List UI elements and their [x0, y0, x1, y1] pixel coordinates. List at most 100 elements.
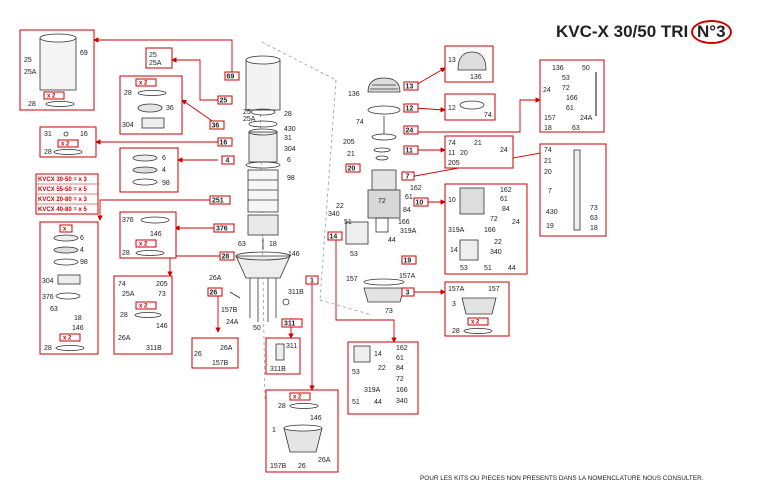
part-label: 24 [512, 219, 520, 226]
part-label: 98 [287, 175, 295, 182]
part-label: 26A [209, 275, 222, 282]
part-label: 4 [80, 247, 84, 254]
part-label: 146 [156, 323, 168, 330]
part-label: 311B [146, 345, 162, 352]
part-label: x 2 [293, 395, 302, 401]
callout-13: 13 [403, 81, 419, 91]
part-label: 166 [566, 95, 578, 102]
part-label: 18 [269, 241, 277, 248]
part-label: 84 [502, 206, 510, 213]
part-label: 24 [543, 87, 551, 94]
part-label: 311 [286, 343, 297, 350]
part-label: KVCX 55-50 = x 5 [38, 187, 88, 193]
callout-251: 251 [209, 195, 231, 205]
part-label: 26A [318, 457, 331, 464]
callout-36: 36 [209, 120, 225, 130]
callout-19: 19 [401, 255, 417, 265]
callout-10: 10 [413, 197, 429, 207]
part-label: 311B [288, 289, 304, 296]
part-label: 63 [590, 215, 598, 222]
part-label: 16 [80, 131, 88, 138]
part-label: 53 [460, 265, 468, 272]
part-label: 157B [221, 307, 238, 314]
part-label: 22 [378, 365, 386, 372]
right-motor-labels: 136 74 205 21 162 61 84 72 22 340 51 166… [328, 91, 422, 315]
part-label: 24 [406, 128, 414, 135]
part-label: 376 [216, 226, 228, 233]
box-7: 74 21 20 7 430 73 63 19 18 [539, 143, 607, 237]
part-label: 61 [566, 105, 574, 112]
part-label: 28 [124, 90, 132, 97]
box-311: 311 311B [265, 337, 301, 375]
callout-12: 12 [403, 103, 419, 113]
part-label: 74 [448, 140, 456, 147]
part-label: 3 [452, 301, 456, 308]
part-label: 26A [118, 335, 131, 342]
part-label: 319A [364, 387, 381, 394]
part-label: 430 [546, 209, 558, 216]
part-label: 1 [272, 427, 276, 434]
part-label: 340 [490, 249, 502, 256]
part-label: 6 [162, 155, 166, 162]
part-label: 166 [484, 227, 496, 234]
part-label: 157A [448, 286, 465, 293]
part-label: 319A [400, 228, 417, 235]
part-label: 28 [284, 111, 292, 118]
part-label: 28 [222, 254, 230, 261]
part-label: 26 [194, 351, 202, 358]
part-label: 14 [330, 234, 338, 241]
part-label: 61 [396, 355, 404, 362]
part-label: 73 [385, 308, 393, 315]
part-label: 53 [562, 75, 570, 82]
box-16: 31 16 x 2 28 [39, 126, 97, 158]
left-pump-labels: 25 25A 28 430 31 304 6 98 63 18 146 26A … [209, 109, 304, 332]
drawing-number-oval: N°3 [691, 20, 732, 44]
part-label: 20 [544, 169, 552, 176]
part-label: 166 [398, 219, 410, 226]
part-label: 50 [253, 325, 261, 332]
part-label: 166 [396, 387, 408, 394]
part-label: 25 [243, 109, 251, 116]
part-label: 31 [284, 135, 292, 142]
part-label: 319A [448, 227, 465, 234]
part-label: 74 [118, 281, 126, 288]
part-label: 51 [344, 219, 352, 226]
left-pump-assembly [229, 55, 291, 322]
part-label: KVCX 30-50 = x 3 [38, 177, 88, 183]
box-12: 12 74 [444, 93, 496, 121]
part-label: 205 [448, 160, 460, 167]
callout-311: 311 [281, 318, 303, 328]
part-label: 28 [452, 328, 460, 335]
part-label: 25 [24, 57, 32, 64]
part-label: 16 [220, 140, 228, 147]
part-label: 157 [488, 286, 500, 293]
box-376: 376 146 x 2 28 [119, 211, 177, 259]
part-label: 53 [352, 369, 360, 376]
part-label: 25A [243, 116, 256, 123]
part-label: x 2 [139, 304, 148, 310]
part-label: 20 [348, 166, 356, 173]
part-label: 26 [298, 463, 306, 470]
part-label: 18 [74, 315, 82, 322]
part-label: 340 [396, 398, 408, 405]
part-label: 376 [42, 294, 54, 301]
part-label: 24A [226, 319, 239, 326]
part-label: 25A [149, 60, 162, 67]
box-3: 157A 157 3 x 2 28 [444, 281, 510, 337]
part-label: 146 [288, 251, 300, 258]
part-label: 10 [416, 200, 424, 207]
part-label: 98 [162, 180, 170, 187]
part-label: 72 [562, 85, 570, 92]
part-label: 6 [80, 235, 84, 242]
part-label: 24A [580, 115, 593, 122]
part-label: 146 [310, 415, 322, 422]
part-label: 251 [212, 198, 224, 205]
part-label: 63 [238, 241, 246, 248]
part-label: 13 [406, 84, 414, 91]
part-label: 19 [546, 223, 554, 230]
part-label: 72 [396, 376, 404, 383]
part-label: 74 [544, 147, 552, 154]
part-label: 26A [220, 345, 233, 352]
page-title: KVC-X 30/50 TRI N°3 [556, 20, 732, 44]
